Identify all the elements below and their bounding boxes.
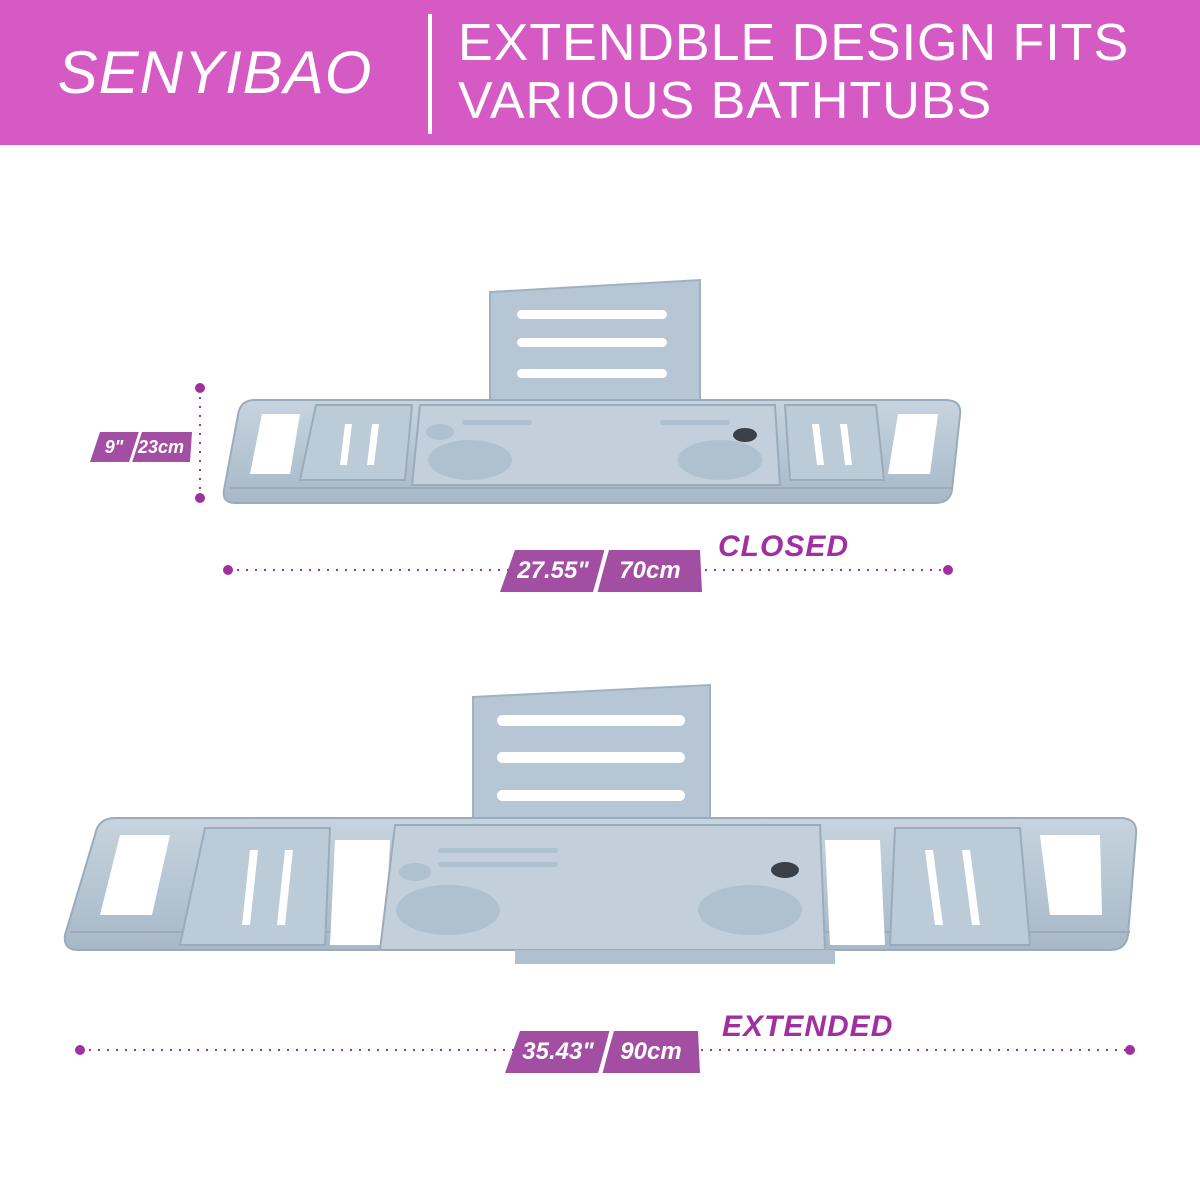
extended-tray-illustration <box>63 683 1138 964</box>
extended-width-badge <box>505 1028 700 1076</box>
header-banner: SENYIBAO EXTENDBLE DESIGN FITS VARIOUS B… <box>0 0 1200 145</box>
height-badge <box>90 429 192 465</box>
closed-width-badge <box>500 547 702 595</box>
extended-state-label: EXTENDED <box>722 1010 894 1043</box>
product-illustration <box>63 278 1138 1076</box>
closed-width-inches-label: 27.55" <box>517 557 589 584</box>
extended-width-inches-label: 35.43" <box>522 1038 594 1065</box>
height-cm-label: 23cm <box>137 437 185 457</box>
tagline: EXTENDBLE DESIGN FITS VARIOUS BATHTUBS <box>458 14 1198 130</box>
height-dimension-line <box>195 383 205 503</box>
extended-width-cm-label: 90cm <box>620 1038 682 1065</box>
tagline-line-2: VARIOUS BATHTUBS <box>458 72 993 130</box>
closed-state-label: CLOSED <box>718 530 850 563</box>
brand-name: SENYIBAO <box>57 39 373 106</box>
closed-width-cm-label: 70cm <box>619 557 681 584</box>
extended-width-dimension-line <box>75 1045 1135 1055</box>
closed-tray-illustration <box>222 278 962 504</box>
tagline-line-1: EXTENDBLE DESIGN FITS <box>458 14 1130 72</box>
header-divider <box>428 14 432 134</box>
height-inches-label: 9" <box>104 437 124 457</box>
